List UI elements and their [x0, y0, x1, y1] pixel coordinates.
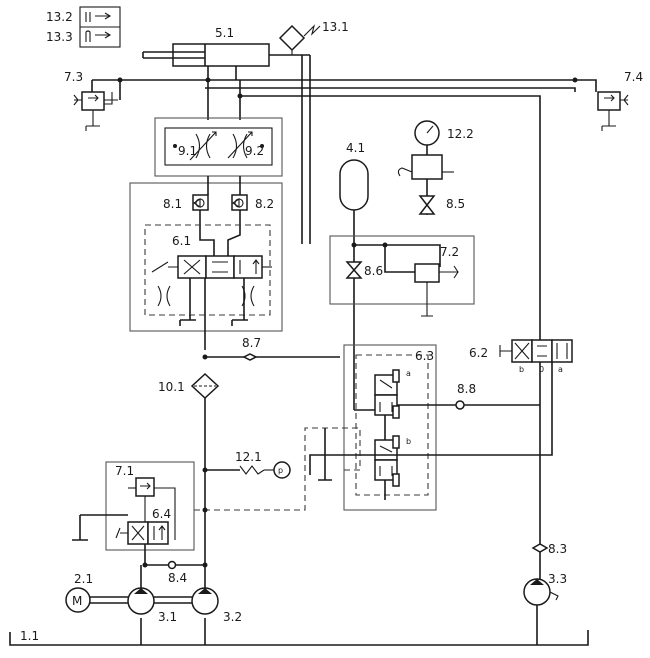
cylinder-5-1 [142, 43, 310, 67]
label-6-4: 6.4 [152, 507, 171, 521]
cylinder-pipes [91, 55, 597, 600]
check-valve-8-8 [455, 400, 465, 410]
pressure-switch-glyph: p [278, 466, 283, 475]
valve-8-5 [418, 195, 436, 215]
label-5-1: 5.1 [215, 26, 234, 40]
motor-glyph: M [72, 594, 82, 608]
check-valve-8-7 [202, 353, 340, 361]
label-12-2: 12.2 [447, 127, 474, 141]
label-8-4: 8.4 [168, 571, 187, 585]
limit-sensor-13-1 [278, 24, 321, 55]
label-12-1: 12.1 [235, 450, 262, 464]
throttle-block [154, 117, 283, 177]
label-13-2: 13.2 [46, 10, 73, 24]
pressure-switch-12-1: p [202, 461, 291, 479]
label-3-2: 3.2 [223, 610, 242, 624]
label-7-1: 7.1 [115, 464, 134, 478]
solenoid-valve-6-2: b 0 a [309, 339, 573, 475]
label-4-1: 4.1 [346, 141, 365, 155]
label-8-6: 8.6 [364, 264, 383, 278]
label-8-7: 8.7 [242, 336, 261, 350]
label-13-1: 13.1 [322, 20, 349, 34]
relief-valve-7-3 [73, 91, 118, 131]
label-13-3: 13.3 [46, 30, 73, 44]
pressure-block [329, 235, 475, 317]
check-valve-8-4 [142, 560, 208, 570]
label-7-2: 7.2 [440, 245, 459, 259]
valve-block-6-3: a b [312, 344, 540, 511]
port-mark-0: 0 [539, 365, 544, 374]
label-2-1: 2.1 [74, 572, 93, 586]
port-mark-a: a [406, 369, 411, 378]
pump-unit: M [65, 565, 219, 615]
label-3-3: 3.3 [548, 572, 567, 586]
hand-pump-unit [523, 543, 559, 606]
label-1-1: 1.1 [20, 629, 39, 643]
relief-valve-7-4 [597, 91, 629, 131]
labels: 5.1 13.1 13.2 13.3 7.3 7.4 9.1 9.2 4.1 1… [20, 10, 643, 643]
label-9-1: 9.1 [178, 144, 197, 158]
label-7-4: 7.4 [624, 70, 643, 84]
label-6-2: 6.2 [469, 346, 488, 360]
label-10-1: 10.1 [158, 380, 185, 394]
port-mark-b2: b [519, 365, 524, 374]
label-8-2: 8.2 [255, 197, 274, 211]
label-8-8: 8.8 [457, 382, 476, 396]
label-7-3: 7.3 [64, 70, 83, 84]
label-8-5: 8.5 [446, 197, 465, 211]
label-8-1: 8.1 [163, 197, 182, 211]
port-mark-b: b [406, 437, 411, 446]
label-6-1: 6.1 [172, 234, 191, 248]
control-block [129, 176, 283, 350]
label-8-3: 8.3 [548, 542, 567, 556]
port-mark-a2: a [558, 365, 563, 374]
reservoir-line [9, 605, 589, 646]
label-3-1: 3.1 [158, 610, 177, 624]
label-9-2: 9.2 [245, 144, 264, 158]
accumulator-4-1 [339, 159, 369, 410]
relief-block [72, 427, 312, 566]
filter-10-1 [190, 372, 220, 583]
label-6-3: 6.3 [415, 349, 434, 363]
symbol-key [79, 6, 121, 48]
